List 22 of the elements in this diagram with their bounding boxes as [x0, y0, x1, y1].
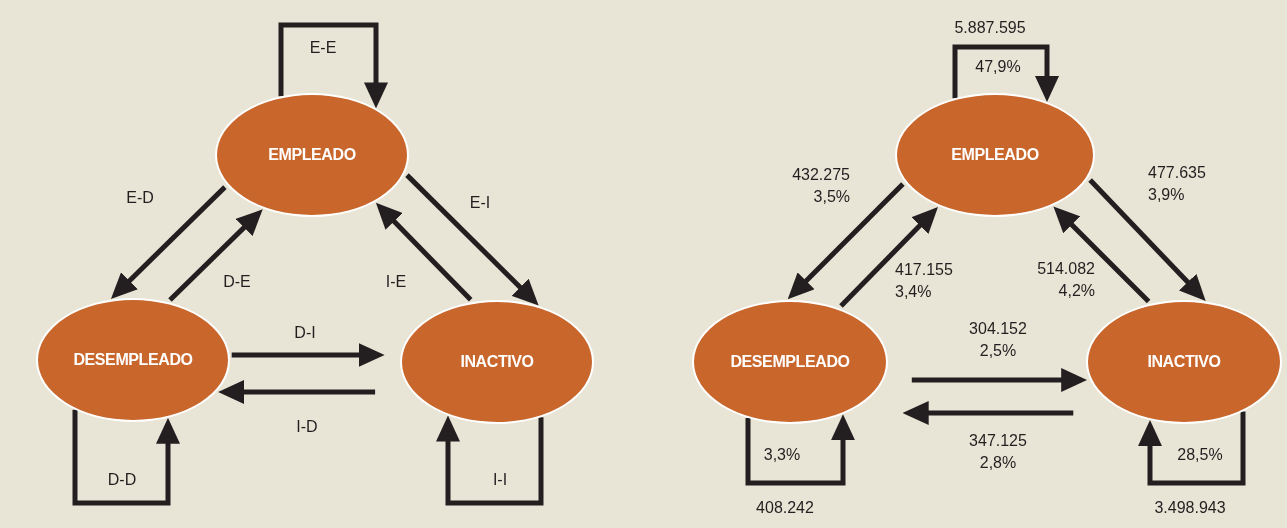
- arrow: [745, 414, 855, 486]
- state-label: DESEMPLEADO: [730, 353, 850, 371]
- arrow: [1138, 411, 1246, 486]
- arrow: [375, 202, 473, 302]
- arrow: [952, 44, 1059, 102]
- arrow: [839, 207, 938, 308]
- state-label: DESEMPLEADO: [73, 351, 193, 369]
- arrow: [436, 415, 544, 506]
- arrow: [72, 409, 180, 506]
- state-label: INACTIVO: [460, 353, 534, 371]
- state-label: INACTIVO: [1147, 353, 1221, 371]
- arrow: [218, 380, 376, 404]
- arrow: [1088, 178, 1206, 301]
- state-label: EMPLEADO: [268, 146, 356, 164]
- state-label: EMPLEADO: [951, 146, 1039, 164]
- arrow: [110, 185, 227, 299]
- arrow: [787, 182, 905, 300]
- arrow: [231, 343, 385, 367]
- arrow: [902, 401, 1074, 425]
- arrow: [405, 173, 539, 306]
- arrow: [911, 368, 1088, 392]
- arrow: [278, 22, 388, 109]
